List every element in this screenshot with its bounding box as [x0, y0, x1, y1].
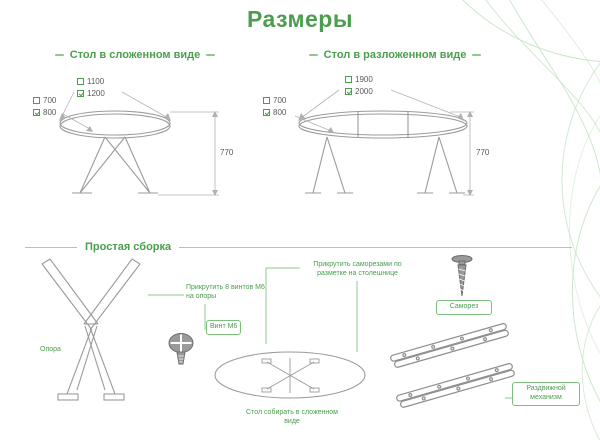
- folded-length-options: 1100 1200: [77, 76, 105, 99]
- checkbox-checked-icon: [345, 88, 352, 95]
- unfolded-length-options: 1900 2000: [345, 74, 373, 97]
- dim-value: 800: [273, 108, 287, 117]
- dim-value: 1100: [87, 77, 105, 86]
- folded-section-header: Стол в сложенном виде: [30, 49, 240, 61]
- assembly-note: Стол собирать в сложенном виде: [246, 409, 338, 425]
- support-label: Опора: [40, 346, 61, 353]
- bolt-instruction: Прикрутить 8 винтов М6 на опоры: [186, 284, 265, 300]
- assembly-section-title: Простая сборка: [85, 241, 172, 253]
- dim-option: 2000: [345, 86, 373, 97]
- dim-option: 700: [263, 95, 286, 106]
- dim-option: 1200: [77, 88, 105, 99]
- checkbox-checked-icon: [77, 90, 84, 97]
- unfolded-dimension-lines: [294, 89, 474, 196]
- header-dash-icon: [206, 54, 216, 56]
- checkbox-unchecked-icon: [263, 97, 270, 104]
- unfolded-table-outline: [298, 110, 468, 194]
- unfolded-section-title: Стол в разложенном виде: [323, 49, 467, 61]
- bolt-label: Винт М6: [206, 320, 242, 335]
- bolt-icon: [168, 333, 194, 365]
- assembly-connector-lines: [148, 267, 512, 399]
- checkbox-unchecked-icon: [345, 76, 352, 83]
- folded-depth-options: 700 800: [33, 95, 56, 118]
- divider-line: [179, 246, 572, 248]
- unfolded-table-drawing: [294, 89, 474, 196]
- folded-height-value: 770: [220, 148, 234, 157]
- support-leg-drawing: [41, 258, 141, 401]
- dim-value: 1900: [355, 75, 373, 84]
- dim-value: 800: [43, 108, 57, 117]
- dim-value: 1200: [87, 89, 105, 98]
- mechanism-label: Раздвижной механизм: [512, 382, 580, 406]
- dim-option: 800: [263, 107, 286, 118]
- dim-value: 700: [273, 96, 287, 105]
- checkbox-checked-icon: [33, 109, 40, 116]
- dim-option: 1100: [77, 76, 105, 87]
- screw-label: Саморез: [436, 300, 492, 315]
- unfolded-section-header: Стол в разложенном виде: [265, 49, 525, 61]
- unfolded-table-section: 1900 2000 700 800 770: [255, 62, 585, 237]
- dim-value: 2000: [355, 87, 373, 96]
- header-dash-icon: [54, 54, 64, 56]
- page-title: Размеры: [247, 6, 353, 32]
- dim-value: 700: [43, 96, 57, 105]
- dim-option: 700: [33, 95, 56, 106]
- checkbox-unchecked-icon: [77, 78, 84, 85]
- screw-icon: [451, 255, 473, 297]
- folded-table-section: 1100 1200 700 800 770: [20, 62, 255, 237]
- screw-instruction: Прикрутить саморезами по разметке на сто…: [313, 261, 402, 277]
- dim-option: 800: [33, 107, 56, 118]
- header-dash-icon: [308, 54, 318, 56]
- folded-table-outline: [59, 110, 171, 194]
- unfolded-depth-options: 700 800: [263, 95, 286, 118]
- dim-option: 1900: [345, 74, 373, 85]
- folded-section-title: Стол в сложенном виде: [69, 49, 201, 61]
- checkbox-unchecked-icon: [33, 97, 40, 104]
- tabletop-underside-drawing: [214, 351, 366, 399]
- folded-dimension-lines: [60, 91, 219, 196]
- header-dash-icon: [472, 54, 482, 56]
- unfolded-height-value: 770: [476, 148, 490, 157]
- assembly-divider: Простая сборка: [25, 241, 572, 253]
- dimension-arrowheads: [298, 111, 473, 196]
- slide-rails-drawing: [390, 323, 515, 408]
- divider-line: [25, 246, 77, 248]
- checkbox-checked-icon: [263, 109, 270, 116]
- folded-table-drawing: [59, 91, 219, 196]
- dimension-arrowheads: [59, 111, 218, 196]
